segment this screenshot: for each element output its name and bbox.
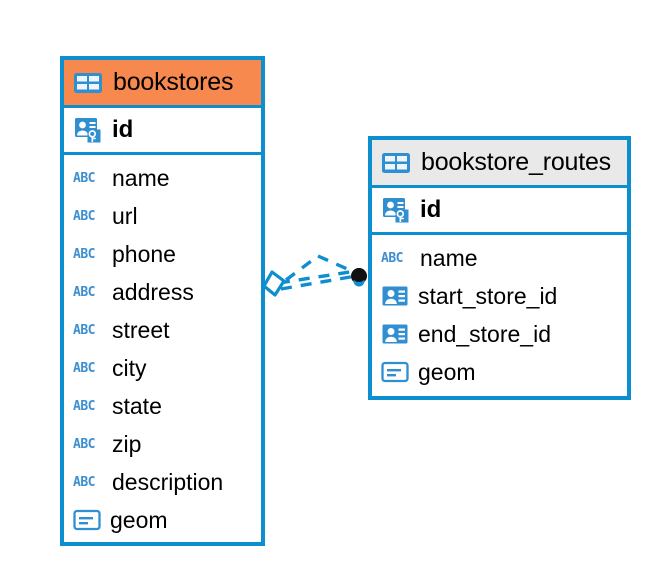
table-icon <box>381 151 411 175</box>
connector-line-upper <box>278 269 357 285</box>
abc-text-icon: ABC <box>381 250 403 266</box>
field-row-geom[interactable]: geom <box>372 353 627 391</box>
table-icon <box>73 71 103 95</box>
field-row-name[interactable]: ABC name <box>64 159 261 197</box>
foreign-key-icon <box>381 284 409 308</box>
field-label-start-store-id: start_store_id <box>418 282 558 309</box>
field-label-end-store-id: end_store_id <box>418 320 551 347</box>
field-label-state: state <box>112 392 162 419</box>
abc-text-icon: ABC <box>73 474 95 490</box>
field-label-phone: phone <box>112 240 176 267</box>
field-label-geom: geom <box>110 506 168 533</box>
field-row-zip[interactable]: ABC zip <box>64 425 261 463</box>
field-list-bookstores: ABC name ABC url ABC phone ABC <box>64 155 261 539</box>
field-label-url: url <box>112 202 138 229</box>
connector-line-apex <box>284 254 355 282</box>
abc-text-icon: ABC <box>73 436 95 452</box>
field-row-address[interactable]: ABC address <box>64 273 261 311</box>
connector-source-diamond <box>262 270 286 297</box>
field-label-geom: geom <box>418 358 476 385</box>
entity-header-bookstore-routes[interactable]: bookstore_routes <box>372 140 627 188</box>
abc-text-icon: ABC <box>73 398 95 414</box>
primary-key-icon <box>381 195 411 225</box>
field-row-city[interactable]: ABC city <box>64 349 261 387</box>
field-row-id-bookstore-routes[interactable]: id <box>372 188 627 235</box>
entity-title-bookstores: bookstores <box>113 68 234 96</box>
connector-target-circle <box>351 268 367 287</box>
field-row-state[interactable]: ABC state <box>64 387 261 425</box>
field-label-id: id <box>420 196 442 223</box>
entity-bookstores[interactable]: bookstores <box>60 56 265 546</box>
entity-title-bookstore-routes: bookstore_routes <box>421 148 611 176</box>
field-label-name: name <box>420 244 478 271</box>
field-row-end-store-id[interactable]: end_store_id <box>372 315 627 353</box>
field-label-address: address <box>112 278 194 305</box>
geometry-icon <box>381 360 409 384</box>
field-row-id-bookstores[interactable]: id <box>64 108 261 155</box>
field-row-phone[interactable]: ABC phone <box>64 235 261 273</box>
foreign-key-icon <box>381 322 409 346</box>
field-row-name[interactable]: ABC name <box>372 239 627 277</box>
field-row-street[interactable]: ABC street <box>64 311 261 349</box>
entity-header-bookstores[interactable]: bookstores <box>64 60 261 108</box>
field-row-geom[interactable]: geom <box>64 501 261 539</box>
abc-text-icon: ABC <box>73 322 95 338</box>
abc-text-icon: ABC <box>73 360 95 376</box>
primary-key-icon <box>73 115 103 145</box>
abc-text-icon: ABC <box>73 246 95 262</box>
entity-bookstore-routes[interactable]: bookstore_routes <box>368 136 631 400</box>
field-row-start-store-id[interactable]: start_store_id <box>372 277 627 315</box>
field-label-city: city <box>112 354 147 381</box>
abc-text-icon: ABC <box>73 284 95 300</box>
geometry-icon <box>73 508 101 532</box>
field-row-description[interactable]: ABC description <box>64 463 261 501</box>
field-label-description: description <box>112 468 224 495</box>
abc-text-icon: ABC <box>73 208 95 224</box>
field-list-bookstore-routes: ABC name start_store_id <box>372 235 627 391</box>
field-label-street: street <box>112 316 170 343</box>
field-row-url[interactable]: ABC url <box>64 197 261 235</box>
field-label-id: id <box>112 116 134 143</box>
abc-text-icon: ABC <box>73 170 95 186</box>
field-label-name: name <box>112 164 170 191</box>
field-label-zip: zip <box>112 430 142 457</box>
connector-line-lower <box>280 274 357 291</box>
